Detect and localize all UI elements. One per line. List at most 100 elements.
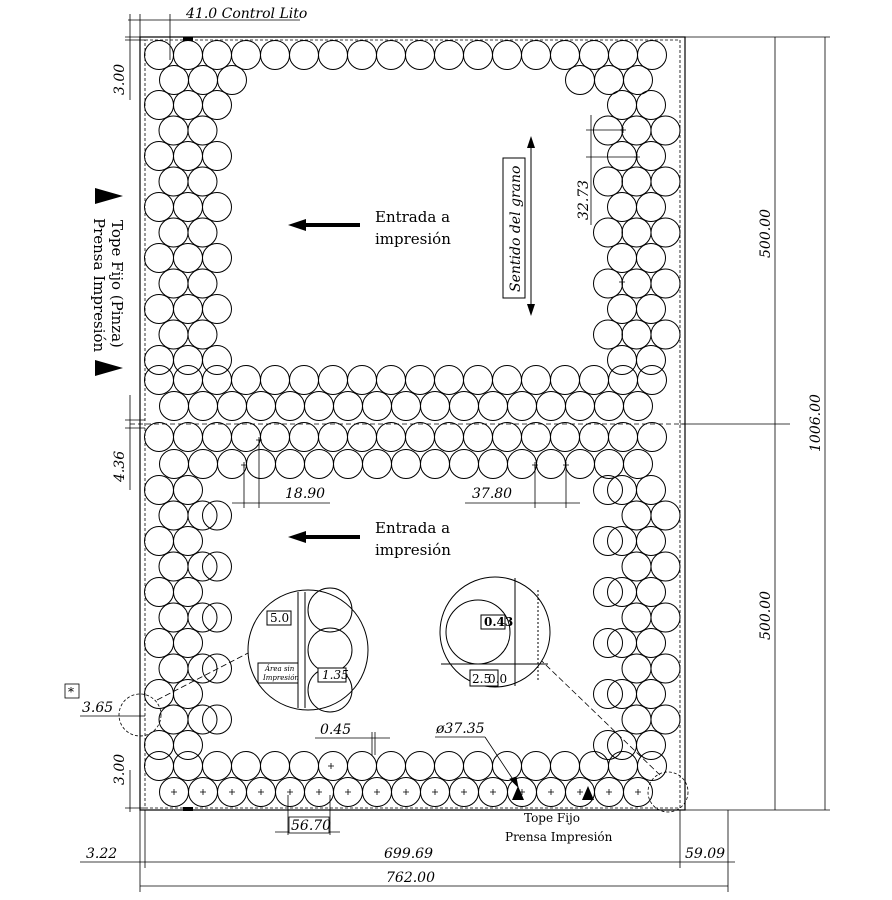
label-circle <box>202 602 232 633</box>
label-circle <box>144 40 174 70</box>
label-circle <box>173 628 203 658</box>
label-circle <box>434 40 464 70</box>
label-circle <box>478 449 508 479</box>
label-circle <box>623 777 653 807</box>
bottom-margin-label: 3.00 <box>112 754 128 785</box>
label-circle <box>158 500 189 531</box>
spacing-dimension <box>315 732 390 755</box>
label-circle <box>521 365 551 395</box>
label-circle <box>579 40 609 70</box>
label-circle <box>593 526 623 556</box>
label-circle <box>593 166 623 197</box>
label-circle <box>187 551 218 582</box>
label-circle <box>434 751 464 781</box>
label-circle <box>202 345 232 375</box>
label-circle <box>636 345 666 375</box>
label-circle <box>636 628 666 658</box>
label-circle <box>621 653 652 684</box>
label-circle <box>217 65 247 95</box>
label-circle <box>260 40 290 70</box>
label-circle <box>637 365 667 395</box>
label-circle <box>318 40 348 70</box>
label-circle <box>144 141 174 171</box>
label-circle <box>434 365 464 395</box>
label-circle <box>621 704 652 735</box>
label-circle <box>376 751 406 781</box>
label-circle <box>650 653 681 684</box>
diameter-label: ø37.35 <box>435 721 485 737</box>
detail-right-dim-top: 0.43 <box>484 615 513 629</box>
label-circle <box>202 40 232 70</box>
label-circle <box>621 115 652 146</box>
label-circle <box>478 391 508 421</box>
entry-arrow-upper <box>288 219 360 231</box>
center-crosses <box>171 127 641 795</box>
right-dimensions <box>680 36 830 811</box>
label-circle <box>187 602 218 633</box>
center-cross <box>345 789 351 795</box>
label-circle <box>608 40 638 70</box>
label-circle <box>593 115 623 146</box>
label-circle <box>202 365 232 395</box>
label-circle <box>650 704 681 735</box>
label-circle <box>144 243 174 273</box>
label-circle <box>188 65 218 95</box>
label-circle <box>650 268 681 299</box>
label-circle <box>173 294 203 324</box>
label-circle <box>304 391 334 421</box>
label-circle <box>607 294 637 324</box>
label-circle <box>173 679 203 709</box>
label-circle <box>636 243 666 273</box>
label-circle <box>593 679 623 709</box>
detail-left-dim-bottom: 1.35 <box>322 668 349 682</box>
label-circle <box>463 40 493 70</box>
label-circle <box>158 602 189 633</box>
label-circle <box>158 268 189 299</box>
total-width-label: 762.00 <box>386 870 435 886</box>
label-circle <box>608 751 638 781</box>
label-circle <box>173 577 203 607</box>
label-circle <box>202 551 232 582</box>
label-circle <box>159 391 189 421</box>
pitch-dimensions <box>232 440 580 508</box>
label-circle <box>593 268 623 299</box>
label-circle <box>260 751 290 781</box>
label-circle <box>636 90 666 120</box>
label-circle <box>158 115 189 146</box>
tope-fijo-side-line2: Prensa Impresión <box>90 218 108 353</box>
tope-fijo-bottom-line1: Tope Fijo <box>524 811 580 825</box>
label-circle <box>434 422 464 452</box>
entry-upper-line2: impresión <box>375 230 451 248</box>
tope-triangle-left <box>512 786 524 800</box>
label-circle <box>593 217 623 248</box>
label-circle <box>158 551 189 582</box>
label-circle <box>289 751 319 781</box>
label-circle <box>593 577 623 607</box>
label-circle <box>173 90 203 120</box>
label-circle <box>187 217 218 248</box>
pitch-h-label: 56.70 <box>291 818 331 834</box>
label-circle <box>579 365 609 395</box>
total-height-label: 1006.00 <box>808 394 824 452</box>
label-circle <box>202 192 232 222</box>
corner-label: 3.65 <box>82 700 113 716</box>
label-circle <box>550 40 580 70</box>
label-circle <box>405 751 435 781</box>
diameter-leader <box>435 736 519 789</box>
label-circle <box>521 40 551 70</box>
label-circle <box>621 551 652 582</box>
center-cross <box>577 789 583 795</box>
label-circle <box>636 730 666 760</box>
label-circle <box>188 449 218 479</box>
pitch-a-label: 18.90 <box>285 486 325 502</box>
label-circle <box>144 577 174 607</box>
label-circle <box>391 391 421 421</box>
label-circle <box>405 422 435 452</box>
center-cross <box>548 789 554 795</box>
label-circle <box>594 391 624 421</box>
entry-arrow-lower <box>288 531 360 543</box>
upper-height-label: 500.00 <box>758 209 774 258</box>
label-circle <box>231 40 261 70</box>
bottom-dimensions <box>80 810 735 892</box>
